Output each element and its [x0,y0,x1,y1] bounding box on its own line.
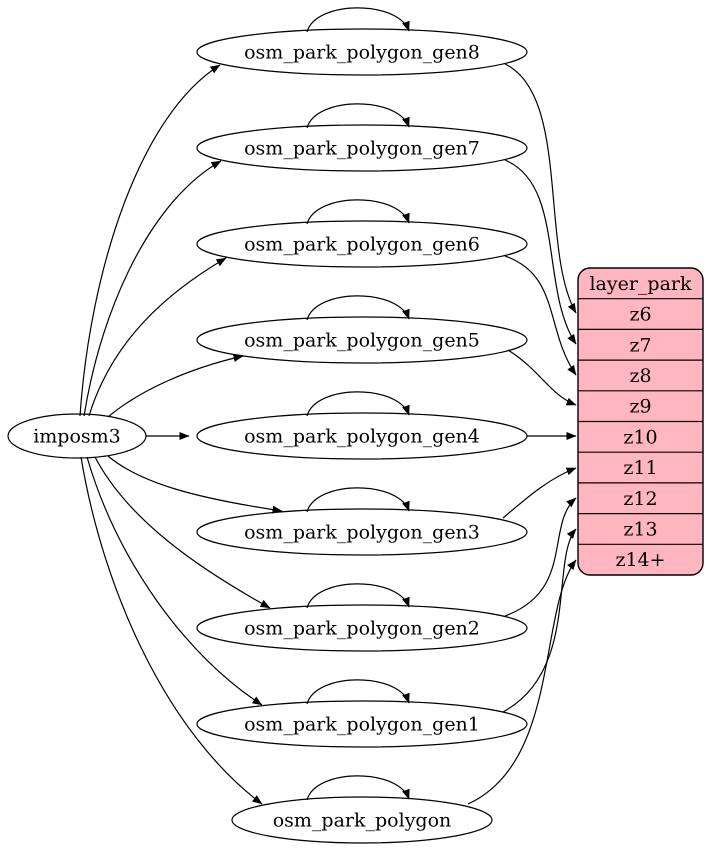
edge-imposm3-to-osm_park_polygon_gen1 [86,456,263,706]
edge-imposm3-to-osm_park_polygon_gen5 [107,354,244,418]
edge-imposm3-to-osm_park_polygon_gen7 [83,160,222,417]
node-label-imposm3: imposm3 [33,426,121,448]
node-ellipse-osm_park_polygon_gen3 [196,508,528,556]
record-row-z13: z13 [623,518,657,540]
edge-imposm3-to-osm_park_polygon [80,456,263,805]
edge-self-loop-osm_park_polygon_gen4 [306,391,410,417]
node-ellipse-osm_park_polygon_gen6 [196,220,528,268]
node-osm_park_polygon_gen4: osm_park_polygon_gen4 [196,412,528,460]
node-ellipse-osm_park_polygon_gen7 [196,124,528,172]
node-osm_park_polygon: osm_park_polygon [231,796,493,844]
node-label-osm_park_polygon_gen4: osm_park_polygon_gen4 [244,426,480,448]
edge-osm_park_polygon-to-layer_park-z14+ [467,559,577,805]
edge-self-loop-osm_park_polygon_gen1 [306,679,410,705]
node-osm_park_polygon_gen8: osm_park_polygon_gen8 [196,28,528,76]
node-osm_park_polygon_gen6: osm_park_polygon_gen6 [196,220,528,268]
edge-osm_park_polygon_gen1-to-layer_park-z13 [502,528,577,713]
node-osm_park_polygon_gen5: osm_park_polygon_gen5 [196,316,528,364]
edge-self-loop-osm_park_polygon_gen8 [306,7,410,33]
record-node-layer_park: layer_park z6 z7 z8 z9 z10 z11 z12 z13 z14+ [577,267,704,576]
record-row-z8: z8 [629,365,651,387]
edge-osm_park_polygon_gen7-to-layer_park-z7 [504,159,577,345]
edge-osm_park_polygon_gen8-to-layer_park-z6 [504,63,577,314]
node-ellipse-osm_park_polygon [231,796,493,844]
record-row-z7: z7 [629,334,651,356]
node-label-osm_park_polygon_gen6: osm_park_polygon_gen6 [244,234,480,256]
edge-self-loop-osm_park_polygon_gen2 [306,583,410,609]
record-row-z12: z12 [623,488,657,510]
edge-imposm3-to-osm_park_polygon_gen2 [94,456,271,609]
record-row-z6: z6 [629,304,651,326]
node-ellipse-osm_park_polygon_gen2 [196,604,528,652]
node-osm_park_polygon_gen2: osm_park_polygon_gen2 [196,604,528,652]
node-osm_park_polygon_gen3: osm_park_polygon_gen3 [196,508,528,556]
node-label-osm_park_polygon_gen3: osm_park_polygon_gen3 [244,522,480,544]
edge-self-loop-osm_park_polygon_gen6 [306,199,410,225]
node-imposm3: imposm3 [7,413,147,459]
edge-imposm3-to-osm_park_polygon_gen3 [107,455,283,514]
node-ellipse-osm_park_polygon_gen8 [196,28,528,76]
record-title: layer_park [589,273,692,295]
node-label-osm_park_polygon_gen8: osm_park_polygon_gen8 [244,42,480,64]
edge-self-loop-osm_park_polygon_gen3 [306,487,410,513]
node-label-osm_park_polygon_gen5: osm_park_polygon_gen5 [244,330,480,352]
record-row-z14+: z14+ [615,549,665,571]
node-label-osm_park_polygon_gen1: osm_park_polygon_gen1 [244,714,480,736]
edge-osm_park_polygon_gen6-to-layer_park-z8 [504,255,577,376]
node-osm_park_polygon_gen7: osm_park_polygon_gen7 [196,124,528,172]
record-row-z9: z9 [629,396,651,418]
edge-osm_park_polygon_gen3-to-layer_park-z11 [502,467,577,519]
edge-self-loop-osm_park_polygon_gen7 [306,103,410,129]
node-label-osm_park_polygon: osm_park_polygon [273,810,452,832]
edge-osm_park_polygon_gen5-to-layer_park-z9 [507,349,577,406]
edge-imposm3-to-osm_park_polygon_gen6 [88,257,227,417]
node-label-osm_park_polygon_gen2: osm_park_polygon_gen2 [244,618,480,640]
edge-self-loop-osm_park_polygon [306,775,410,801]
node-label-osm_park_polygon_gen7: osm_park_polygon_gen7 [244,138,480,160]
edge-self-loop-osm_park_polygon_gen5 [306,295,410,321]
record-row-z11: z11 [623,457,657,479]
record-row-z10: z10 [623,426,657,448]
edge-osm_park_polygon_gen2-to-layer_park-z12 [504,497,577,617]
node-ellipse-osm_park_polygon_gen1 [196,700,528,748]
node-osm_park_polygon_gen1: osm_park_polygon_gen1 [196,700,528,748]
edge-imposm3-to-osm_park_polygon_gen8 [79,64,221,417]
node-ellipse-osm_park_polygon_gen5 [196,316,528,364]
